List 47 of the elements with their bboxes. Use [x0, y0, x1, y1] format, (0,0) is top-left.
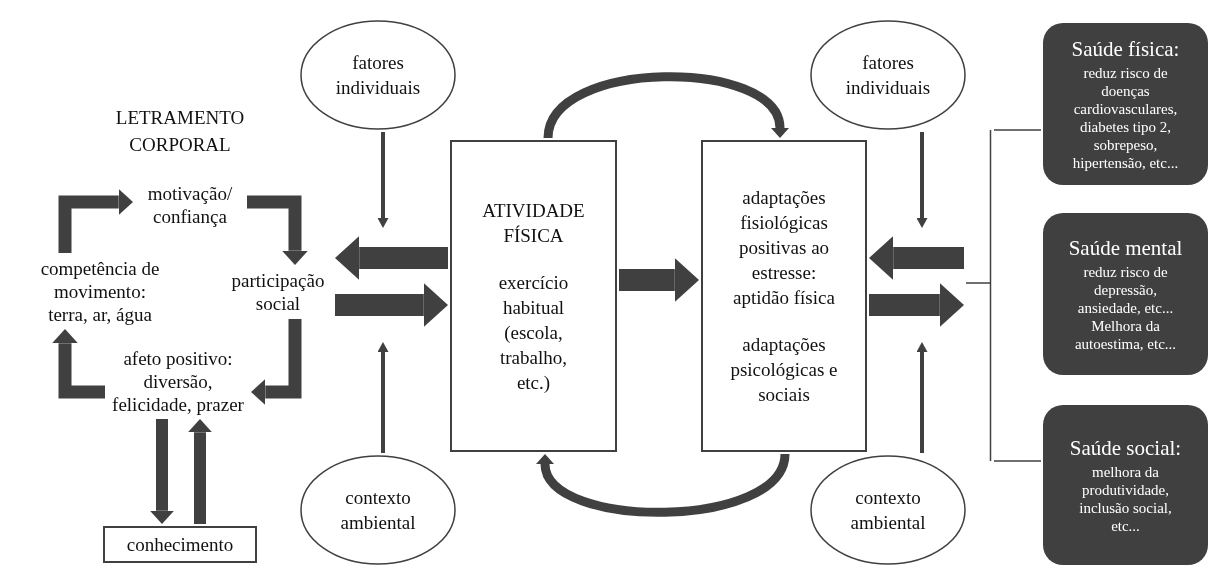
arrow — [335, 236, 448, 280]
factor-ellipse — [300, 20, 456, 130]
box-description: melhora da produtividade, inclusão social, etc... — [1078, 463, 1173, 535]
box-heading: Saúde física: — [1071, 36, 1180, 62]
arrow — [869, 236, 964, 280]
arrow — [377, 342, 389, 453]
arrow — [869, 283, 964, 327]
group-heading: LETRAMENTO CORPORAL — [114, 106, 246, 157]
arrow — [377, 132, 389, 228]
box-heading: adaptações fisiológicas positivas ao estresse: aptidão física — [732, 186, 836, 310]
box-heading: Saúde mental — [1068, 235, 1183, 261]
factor-ellipse — [300, 455, 456, 565]
factor-ellipse — [810, 455, 966, 565]
arrow — [335, 283, 448, 327]
arrow — [188, 419, 212, 524]
box-text: exercício habitual (escola, trabalho, etc.) — [497, 270, 570, 395]
health-box — [1043, 23, 1208, 185]
concept-text: motivação/ confiança — [135, 180, 245, 230]
concept-text: competência de movimento: terra, ar, água — [37, 255, 163, 327]
factor-ellipse — [810, 20, 966, 130]
ellipse-label: contexto ambiental — [849, 486, 927, 535]
ellipse-label: fatores individuais — [844, 51, 932, 100]
box-description: reduz risco de doenças cardiovasculares, diabetes tipo 2, sobrepeso, hipertensão, etc... — [1071, 64, 1180, 172]
arrow — [916, 342, 928, 453]
arrow — [536, 452, 790, 517]
arrow — [251, 319, 302, 405]
box-heading: ATIVIDADE FÍSICA — [481, 198, 586, 248]
arrow — [150, 419, 174, 524]
box-text: adaptações psicológicas e sociais — [729, 333, 839, 407]
box-description: reduz risco de depressão, ansiedade, etc... Melhora da autoestima, etc... — [1073, 263, 1178, 353]
arrow — [916, 132, 928, 228]
box-heading: Saúde social: — [1069, 435, 1182, 461]
health-box — [1043, 213, 1208, 375]
bracket — [966, 129, 992, 462]
health-box — [1043, 405, 1208, 565]
process-box — [450, 140, 617, 452]
box-text: conhecimento — [126, 533, 234, 557]
arrow — [619, 258, 699, 302]
arrow — [543, 72, 789, 140]
process-box — [103, 526, 257, 563]
ellipse-label: fatores individuais — [334, 51, 422, 100]
ellipse-label: contexto ambiental — [339, 486, 417, 535]
concept-text: afeto positivo: diversão, felicidade, prazer — [107, 345, 249, 417]
process-box — [701, 140, 867, 452]
concept-text: participação social — [223, 267, 333, 317]
connector-line — [993, 460, 1042, 462]
connector-line — [993, 129, 1042, 131]
